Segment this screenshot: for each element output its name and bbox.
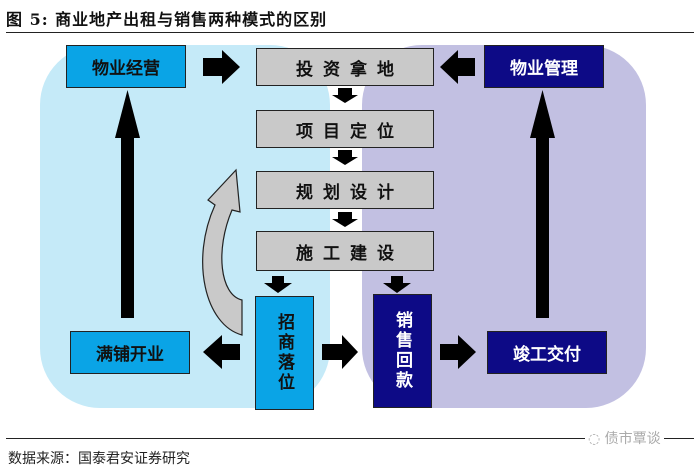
- arrow-left-icon: [203, 335, 240, 369]
- watermark-text: 债市覃谈: [604, 431, 661, 447]
- arrow-down-icon: [332, 212, 358, 227]
- arrow-down-icon: [332, 150, 358, 165]
- step-label: 项目定位: [296, 121, 404, 142]
- footer-divider: [6, 438, 694, 439]
- box-label: 招商落位: [274, 313, 294, 393]
- arrow-right-icon: [322, 335, 358, 369]
- box-label: 销售回款: [392, 311, 412, 391]
- arrow-left-icon: [440, 50, 475, 84]
- step-box-positioning: 项目定位: [256, 110, 434, 148]
- step-box-invest-land: 投资拿地: [256, 48, 434, 86]
- arrow-up-icon: [530, 90, 555, 318]
- watermark: ◌ 债市覃谈: [585, 428, 664, 448]
- box-label: 竣工交付: [513, 345, 581, 365]
- step-label: 规划设计: [296, 182, 404, 203]
- rental-opening-box: 满铺开业: [70, 331, 190, 374]
- source-note: 数据来源：国泰君安证券研究: [8, 451, 190, 467]
- step-label: 投资拿地: [296, 59, 404, 80]
- step-label: 施工建设: [296, 243, 404, 264]
- step-box-planning: 规划设计: [256, 171, 434, 209]
- sales-management-box: 物业管理: [484, 45, 604, 88]
- curved-arrow-icon: [202, 168, 243, 336]
- wechat-icon: ◌: [588, 431, 601, 447]
- arrow-up-icon: [115, 90, 140, 318]
- box-label: 物业管理: [510, 59, 578, 79]
- figure-title: 图 5: 商业地产出租与销售两种模式的区别: [6, 10, 328, 29]
- arrow-down-icon: [264, 276, 292, 293]
- arrow-right-icon: [440, 335, 476, 369]
- step-box-construction: 施工建设: [256, 231, 434, 271]
- title-divider: [6, 32, 694, 33]
- sales-collection-box: 销售回款: [373, 294, 432, 408]
- sales-delivery-box: 竣工交付: [487, 331, 607, 374]
- box-label: 物业经营: [92, 59, 160, 79]
- box-label: 满铺开业: [96, 345, 164, 365]
- rental-operation-box: 物业经营: [66, 45, 186, 88]
- arrow-down-icon: [383, 276, 411, 293]
- arrow-down-icon: [332, 88, 358, 103]
- rental-leasing-box: 招商落位: [255, 296, 314, 410]
- arrow-right-icon: [203, 50, 240, 84]
